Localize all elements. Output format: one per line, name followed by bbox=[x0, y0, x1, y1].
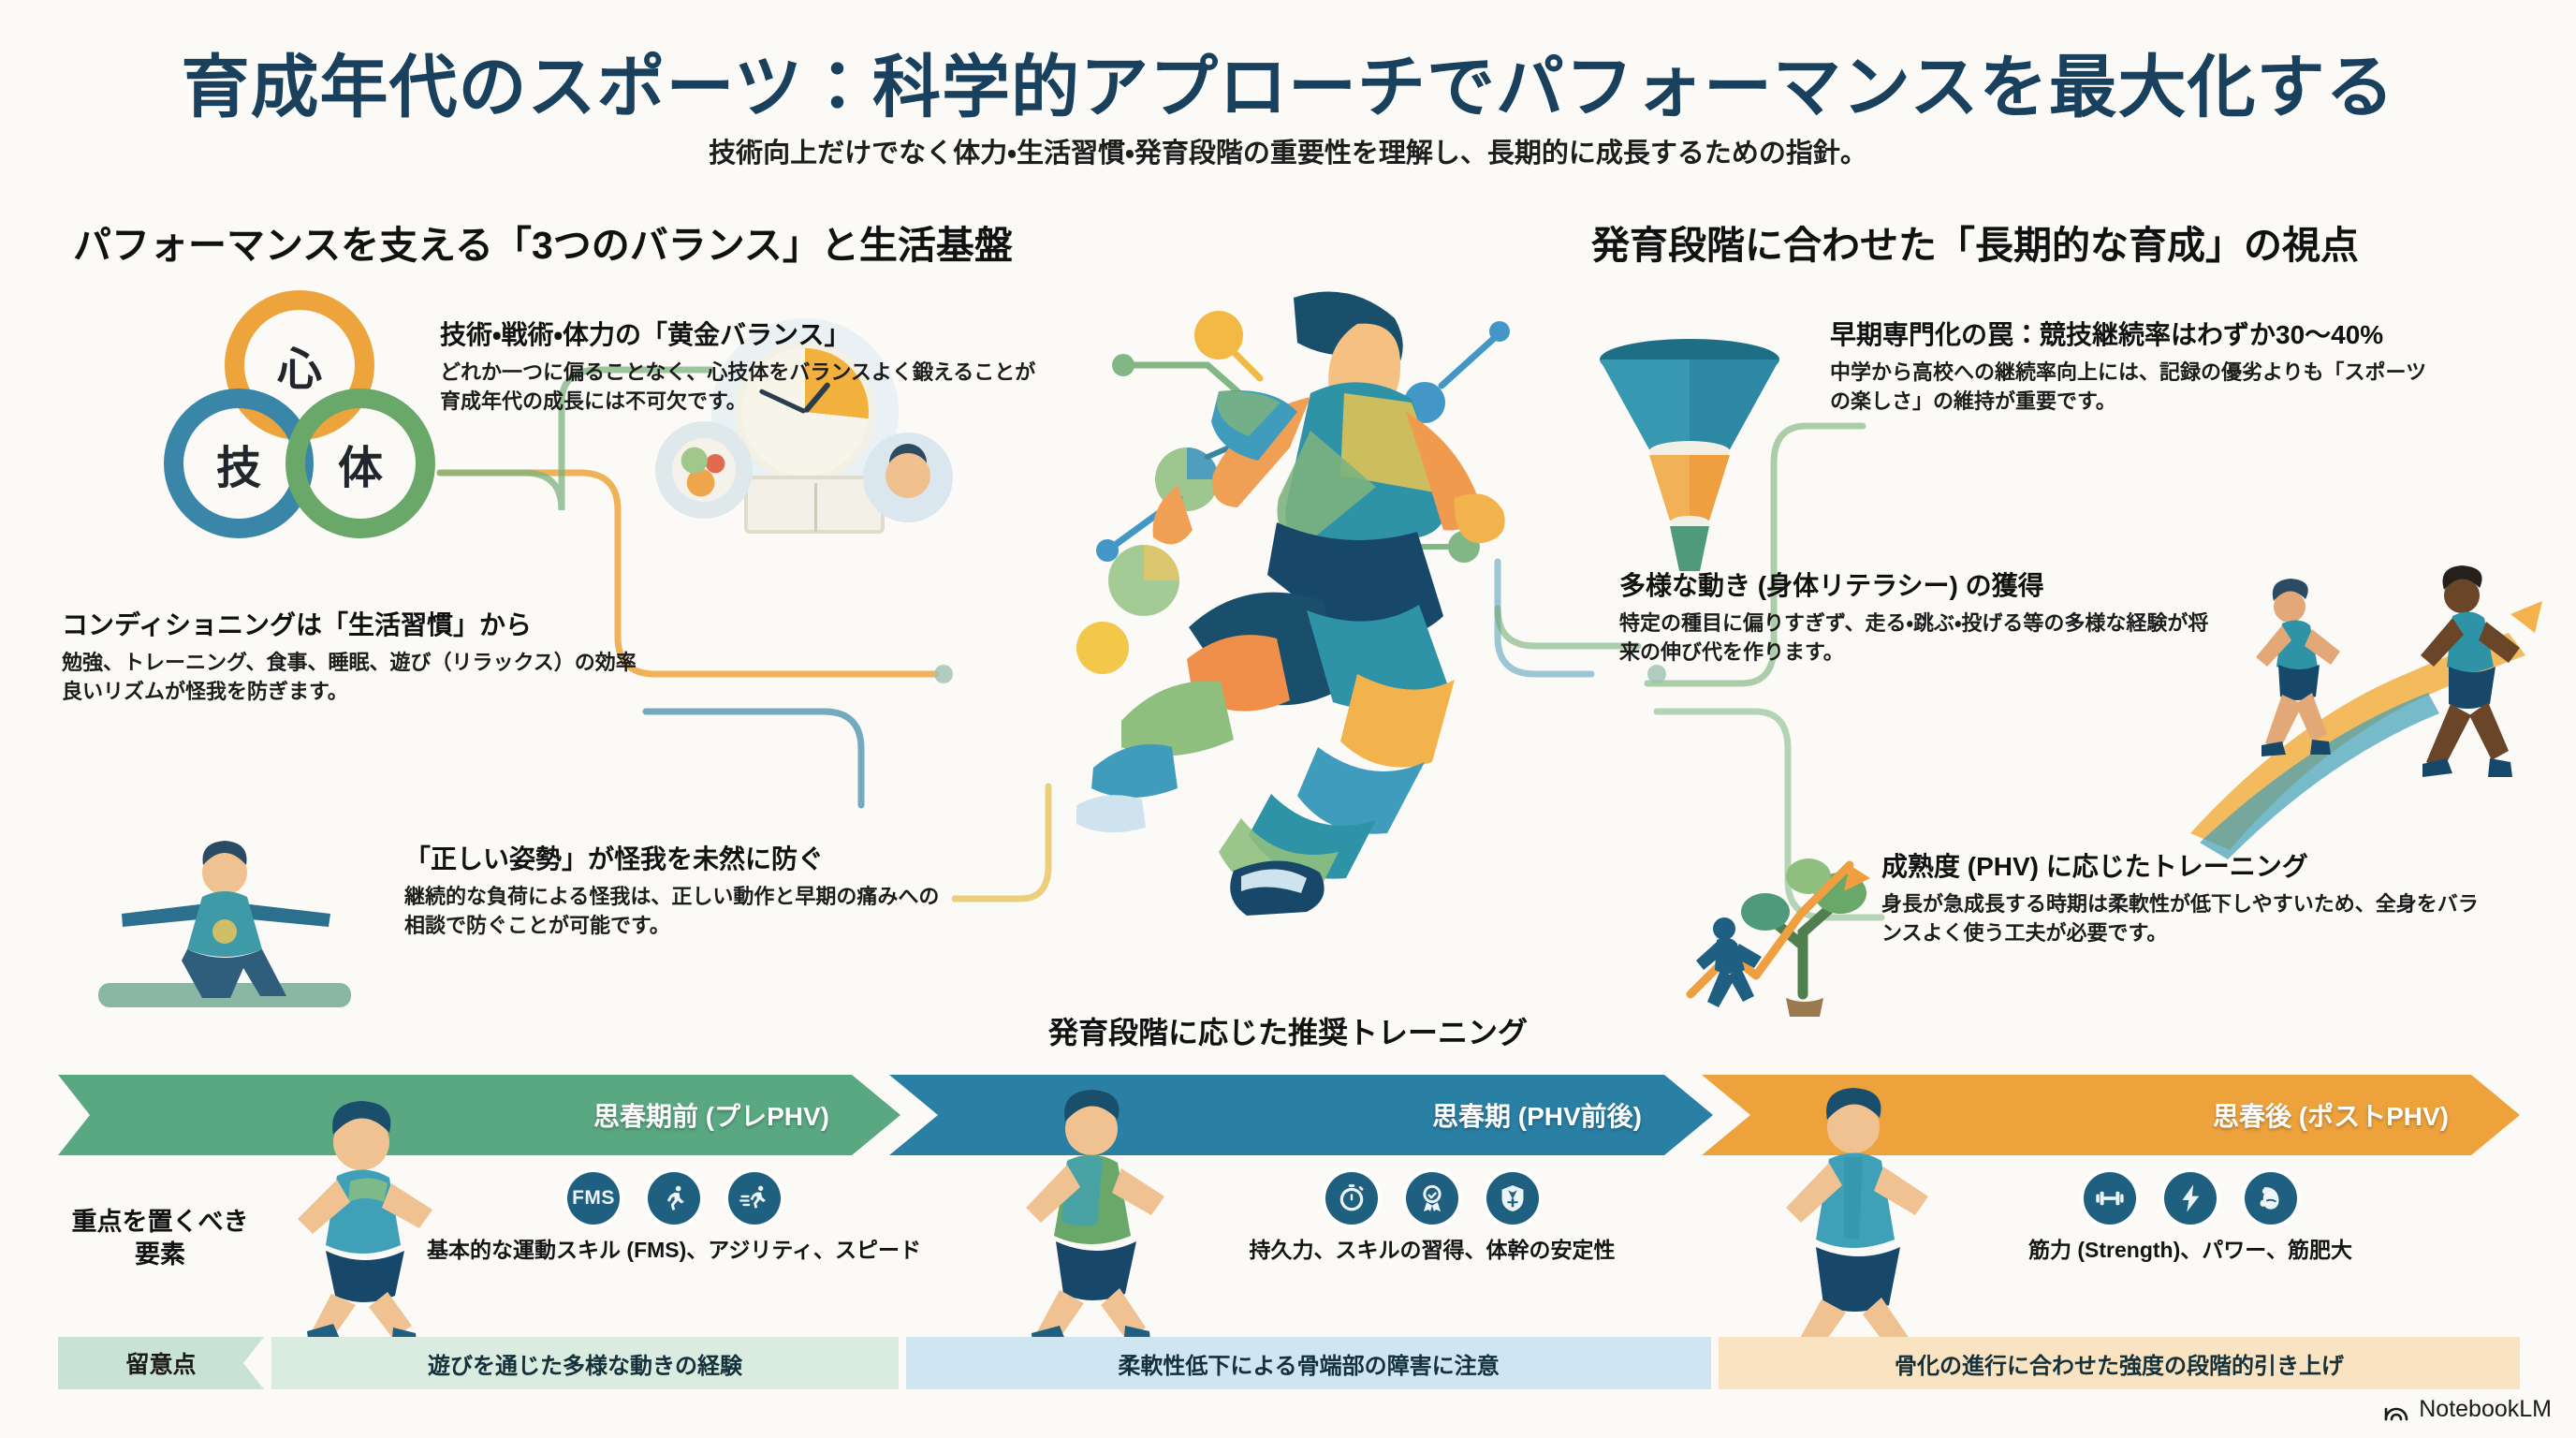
block-early-specialization-title: 早期専門化の罠：競技継続率はわずか30〜40% bbox=[1830, 320, 2384, 349]
meal-plate-icon bbox=[655, 421, 753, 519]
sprinters-illustration bbox=[2190, 565, 2542, 859]
block-phv-training-body: 身長が急成長する時期は柔軟性が低下しやすいため、全身をバランスよく使う工夫が必要… bbox=[1881, 892, 2479, 946]
focus-icons-post-phv bbox=[1928, 1172, 2452, 1225]
yoga-pose-illustration bbox=[98, 841, 351, 1007]
ring-tai-label: 体 bbox=[337, 442, 383, 494]
kid-runner-illustration bbox=[298, 1101, 432, 1350]
book-icon bbox=[744, 476, 885, 534]
mind-skill-body-rings: 心 技 体 bbox=[164, 290, 445, 543]
ring-tai: 体 bbox=[285, 389, 435, 538]
block-physical-literacy-title: 多様な動き (身体リテラシー) の獲得 bbox=[1619, 571, 2044, 600]
block-conditioning: コンディショニングは「生活習慣」から 勉強、トレーニング、食事、睡眠、遊び（リラ… bbox=[62, 609, 642, 706]
notebooklm-label: NotebookLM bbox=[2419, 1396, 2552, 1422]
running-figure-icon[interactable] bbox=[648, 1172, 700, 1225]
growth-tree-illustration bbox=[1686, 858, 1870, 1017]
row-label-focus: 重点を置くべき要素 bbox=[71, 1208, 249, 1269]
page-title: 育成年代のスポーツ：科学的アプローチでパフォーマンスを最大化する bbox=[181, 50, 2395, 125]
funnel-illustration bbox=[1600, 339, 1779, 571]
block-golden-balance-title: 技術・戦術・体力の「黄金バランス」 bbox=[440, 320, 851, 349]
stage-banner-band: 思春期前 (プレPHV) 思春期 (PHV前後) 思春後 (ポストPHV) bbox=[58, 1075, 2520, 1155]
left-column-heading: パフォーマンスを支える「3つのバランス」と生活基盤 bbox=[73, 224, 1013, 267]
block-golden-balance-body: どれか一つに偏ることなく、心技体をバランスよく鍛えることが育成年代の成長には不可… bbox=[440, 360, 1036, 414]
block-phv-training: 成熟度 (PHV) に応じたトレーニング 身長が急成長する時期は柔軟性が低下しや… bbox=[1881, 850, 2481, 947]
block-posture: 「正しい姿勢」が怪我を未然に防ぐ 継続的な負荷による怪我は、正しい動作と早期の痛… bbox=[404, 843, 957, 940]
bottom-section-title: 発育段階に応じた推奨トレーニング bbox=[1047, 1016, 1528, 1049]
central-runner-illustration bbox=[1076, 291, 1510, 916]
focus-icons-phv bbox=[1170, 1172, 1694, 1225]
award-ribbon-icon[interactable] bbox=[1406, 1172, 1458, 1225]
focus-icons-pre-phv: FMS bbox=[402, 1172, 945, 1225]
focus-text-phv: 持久力、スキルの習得、体幹の安定性 bbox=[1249, 1238, 1616, 1262]
note-cell-phv: 柔軟性低下による骨端部の障害に注意 bbox=[906, 1337, 1711, 1389]
dumbbell-icon[interactable] bbox=[2084, 1172, 2136, 1225]
notebooklm-watermark: NotebookLM bbox=[2383, 1396, 2552, 1423]
block-physical-literacy-body: 特定の種目に偏りすぎず、走る・跳ぶ・投げる等の多様な経験が将来の伸び代を作ります… bbox=[1619, 611, 2209, 665]
note-cell-pre-phv: 遊びを通じた多様な動きの経験 bbox=[271, 1337, 899, 1389]
block-posture-body: 継続的な負荷による怪我は、正しい動作と早期の痛みへの相談で防ぐことが可能です。 bbox=[404, 885, 940, 938]
row-label-caution: 留意点 bbox=[58, 1337, 264, 1389]
block-early-specialization-body: 中学から高校への継続率向上には、記録の優劣よりも「スポーツの楽しさ」の維持が重要… bbox=[1830, 360, 2427, 414]
page-subtitle: 技術向上だけでなく体力・生活習慣・発育段階の重要性を理解し、長期的に成長するため… bbox=[709, 139, 1867, 169]
focus-cell-pre-phv: FMS 基本的な運動スキル (FMS)、アジリティ、スピード bbox=[402, 1172, 945, 1265]
focus-text-post-phv: 筋力 (Strength)、パワー、筋肥大 bbox=[2027, 1238, 2353, 1262]
right-column-heading: 発育段階に合わせた「長期的な育成」の視点 bbox=[1591, 224, 2359, 267]
block-golden-balance: 技術・戦術・体力の「黄金バランス」 どれか一つに偏ることなく、心技体をバランスよ… bbox=[440, 318, 1039, 416]
note-cell-post-phv: 骨化の進行に合わせた強度の段階的引き上げ bbox=[1719, 1337, 2520, 1389]
flexed-bicep-icon[interactable] bbox=[2245, 1172, 2297, 1225]
lightning-bolt-icon[interactable] bbox=[2164, 1172, 2217, 1225]
block-posture-title: 「正しい姿勢」が怪我を未然に防ぐ bbox=[404, 844, 825, 873]
fms-text-icon[interactable]: FMS bbox=[567, 1172, 620, 1225]
shield-icon[interactable] bbox=[1486, 1172, 1539, 1225]
stage-banner-pre-phv[interactable]: 思春期前 (プレPHV) bbox=[58, 1075, 900, 1155]
notebooklm-logo-icon bbox=[2384, 1407, 2408, 1420]
ring-shin-label: 心 bbox=[276, 344, 322, 396]
block-physical-literacy: 多様な動き (身体リテラシー) の獲得 特定の種目に偏りすぎず、走る・跳ぶ・投げ… bbox=[1619, 569, 2218, 667]
block-conditioning-body: 勉強、トレーニング、食事、睡眠、遊び（リラックス）の効率良いリズムが怪我を防ぎま… bbox=[62, 651, 637, 704]
focus-text-pre-phv: 基本的な運動スキル (FMS)、アジリティ、スピード bbox=[427, 1238, 921, 1262]
speed-runner-icon[interactable] bbox=[728, 1172, 781, 1225]
block-phv-training-title: 成熟度 (PHV) に応じたトレーニング bbox=[1881, 852, 2308, 881]
lifestyle-illustration bbox=[655, 309, 964, 580]
stage-banner-phv[interactable]: 思春期 (PHV前後) bbox=[889, 1075, 1713, 1155]
focus-cell-phv: 持久力、スキルの習得、体幹の安定性 bbox=[1170, 1172, 1694, 1265]
sleep-icon bbox=[863, 433, 953, 522]
stopwatch-icon[interactable] bbox=[1325, 1172, 1378, 1225]
focus-cell-post-phv: 筋力 (Strength)、パワー、筋肥大 bbox=[1928, 1172, 2452, 1265]
ring-gi-label: 技 bbox=[215, 442, 261, 494]
block-early-specialization: 早期専門化の罠：競技継続率はわずか30〜40% 中学から高校への継続率向上には、… bbox=[1830, 318, 2429, 416]
block-conditioning-title: コンディショニングは「生活習慣」から bbox=[62, 610, 533, 639]
teen-runner-illustration bbox=[1026, 1090, 1164, 1350]
